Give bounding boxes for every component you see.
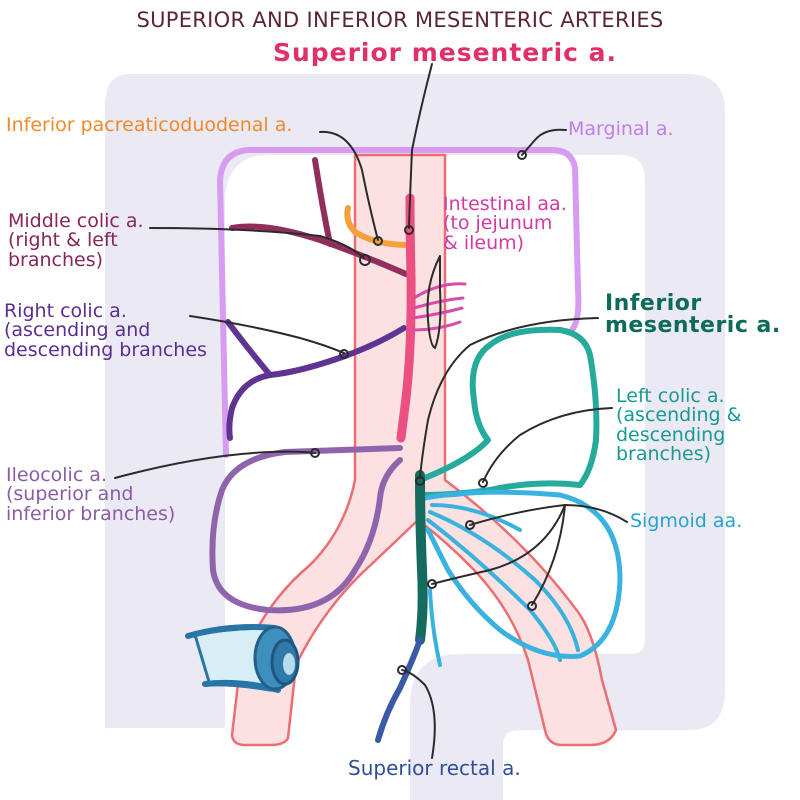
clamp-icon xyxy=(185,624,300,693)
label-superior-rectal: Superior rectal a. xyxy=(348,756,521,780)
pointer-middle-colic xyxy=(149,227,365,259)
pointer-sma xyxy=(408,63,433,229)
large-intestine xyxy=(105,74,725,800)
intestinal-artery xyxy=(411,306,464,320)
pointer-dot-right-colic xyxy=(339,349,349,359)
inferior-mesenteric-artery xyxy=(415,470,428,645)
pointer-intestinal xyxy=(426,255,442,350)
pointer-dot-sma xyxy=(404,225,414,235)
sigmoid-arteries xyxy=(430,503,522,532)
pointer-dot-ileocolic xyxy=(310,448,320,458)
ileocolic-artery xyxy=(209,445,403,614)
diagram-title: SUPERIOR AND INFERIOR MESENTERIC ARTERIE… xyxy=(136,8,664,32)
pointer-ima xyxy=(419,317,599,479)
pointer-rectal xyxy=(401,669,436,759)
marginal-artery xyxy=(216,147,582,458)
intestinal-artery xyxy=(410,320,462,332)
superior-mesenteric-artery xyxy=(396,193,416,443)
middle-colic-artery xyxy=(229,223,409,277)
label-right-colic: Right colic a. (ascending and descending… xyxy=(4,300,207,361)
label-inferior-pancreaticoduodenal: Inferior pacreaticoduodenal a. xyxy=(6,114,293,136)
pointer-marginal xyxy=(521,128,567,156)
label-inferior-mesenteric: Inferior mesenteric a. xyxy=(605,291,781,339)
pointer-dot-sigmoid xyxy=(427,579,437,589)
label-left-colic: Left colic a. (ascending & descending br… xyxy=(616,385,742,466)
pointer-dot-left-colic xyxy=(478,478,488,488)
pointer-ipd xyxy=(319,130,379,241)
left-colic-artery xyxy=(417,326,600,498)
middle-colic-branch xyxy=(312,157,333,247)
pointer-dot-middle-colic xyxy=(359,254,371,266)
label-intestinal: Intestinal aa. (to jejunum & ileum) xyxy=(443,193,567,254)
sigmoid-arteries xyxy=(428,510,580,652)
pointer-left-colic xyxy=(482,407,613,483)
pointer-right-colic xyxy=(189,315,345,354)
pointer-dot-sigmoid xyxy=(527,601,537,611)
pointer-dot-ipd xyxy=(373,236,383,246)
label-marginal: Marginal a. xyxy=(568,118,674,140)
inferior-pancreaticoduodenal-artery xyxy=(344,205,413,248)
label-ileocolic: Ileocolic a. (superior and inferior bran… xyxy=(6,464,176,525)
pointer-ileocolic xyxy=(114,450,316,479)
sigmoid-arteries xyxy=(428,588,442,667)
pointer-dot-sigmoid xyxy=(465,520,475,530)
pointer-dot-marginal xyxy=(517,150,527,160)
label-sigmoid: Sigmoid aa. xyxy=(630,510,743,532)
pointer-sigmoid xyxy=(531,504,566,606)
pointer-dot-rectal xyxy=(397,665,407,675)
sigmoid-arteries xyxy=(426,518,562,662)
superior-rectal-artery xyxy=(375,637,423,743)
pointer-dot-ima xyxy=(415,476,425,486)
pointer-sigmoid xyxy=(431,504,566,585)
right-colic-branch xyxy=(225,319,273,378)
label-middle-colic: Middle colic a. (right & left branches) xyxy=(8,210,144,271)
label-superior-mesenteric: Superior mesenteric a. xyxy=(272,38,618,67)
